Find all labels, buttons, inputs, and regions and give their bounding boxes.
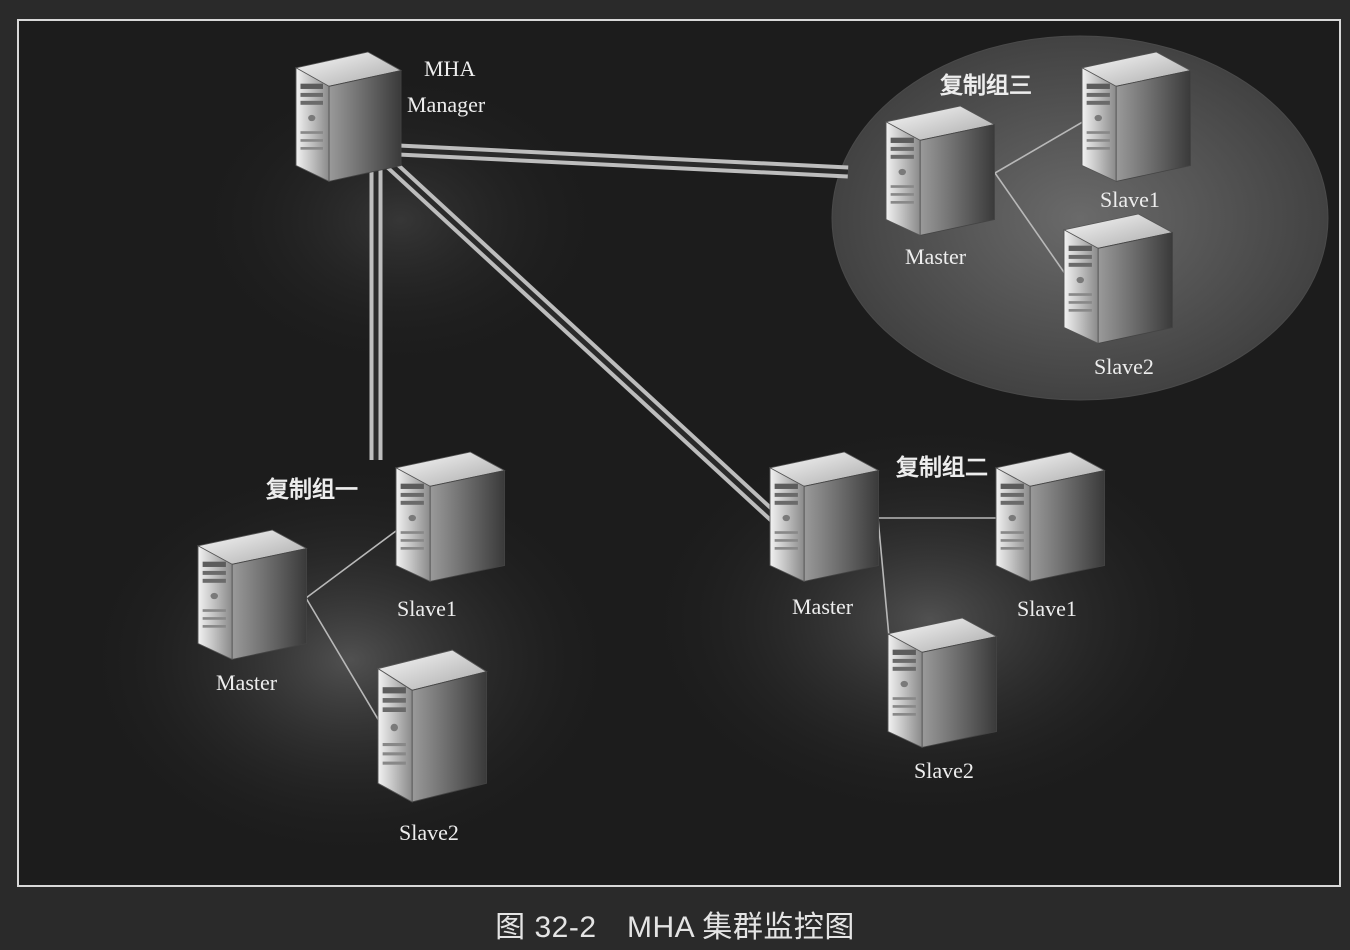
link-manager-group-three (397, 143, 849, 179)
group-two-master-label: Master (792, 594, 854, 619)
group-three-name: 复制组三 (939, 72, 1032, 99)
group-three-slave2-server-icon (1063, 213, 1174, 345)
replication-links (305, 119, 1087, 727)
group-three-slave1-label: Slave1 (1100, 187, 1160, 212)
group-one-slave1-label: Slave1 (397, 596, 457, 621)
manager-label-line2: Manager (407, 92, 486, 117)
group-two-master-server-icon (769, 451, 880, 583)
group-one-master-server-icon (197, 529, 308, 661)
group-one-slave2-label: Slave2 (399, 820, 459, 845)
figure-caption: 图 32-2 MHA 集群监控图 (495, 911, 855, 944)
group-two-slave2-server-icon (887, 617, 998, 749)
link-g3-master-slave2 (994, 172, 1069, 279)
group-one-slave2-server-icon (377, 649, 488, 803)
group-two-slave1-label: Slave1 (1017, 596, 1077, 621)
link-g3-master-slave1 (994, 119, 1087, 174)
group-two-slave2-label: Slave2 (914, 758, 974, 783)
group-one-slave1-server-icon (395, 451, 506, 583)
group-three-slave2-label: Slave2 (1094, 354, 1154, 379)
glow-group-one (70, 450, 630, 870)
group-two-name: 复制组二 (895, 454, 988, 481)
group-three-master-server-icon (885, 105, 996, 237)
glow-manager (180, 60, 620, 380)
link-manager-group-two (381, 155, 780, 523)
link-g1-master-slave1 (305, 527, 401, 599)
group-three-slave1-server-icon (1081, 51, 1192, 183)
manager-server-icon (295, 51, 402, 183)
link-g1-master-slave2 (305, 597, 383, 727)
group-two-slave1-server-icon (995, 451, 1106, 583)
group-one-master-label: Master (216, 670, 278, 695)
manager-label-line1: MHA (424, 56, 475, 81)
group-three-master-label: Master (905, 244, 967, 269)
group-one-name: 复制组一 (265, 476, 358, 503)
